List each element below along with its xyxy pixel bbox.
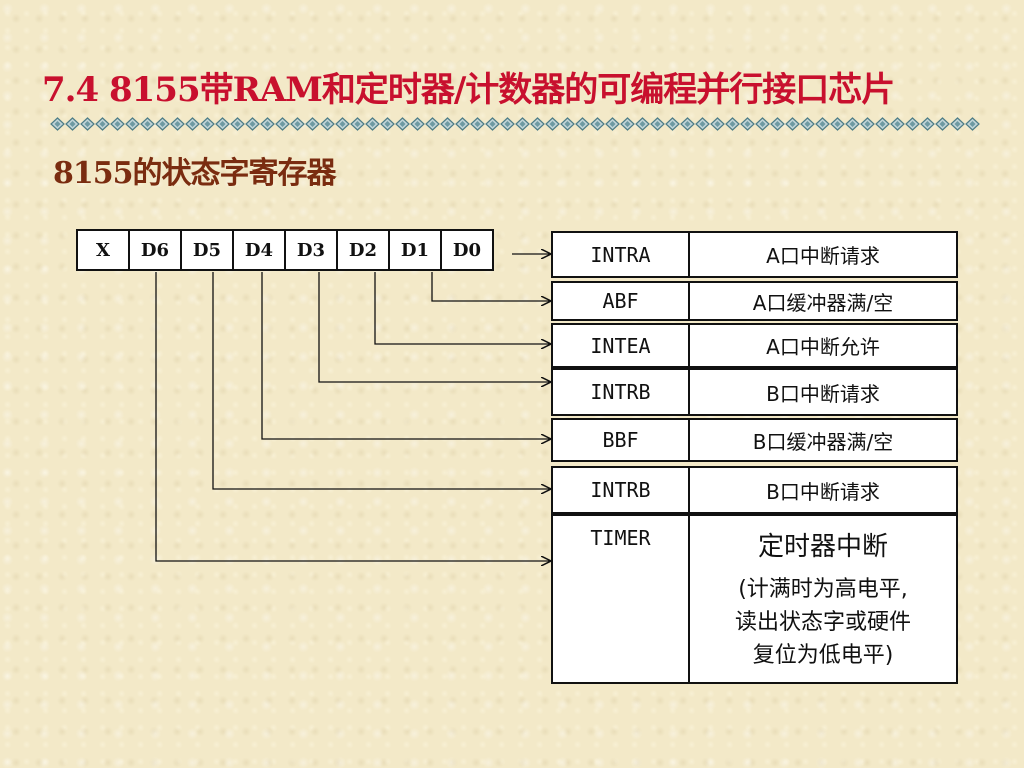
row-desc: A口缓冲器满/空 [752,290,894,315]
timer-note-3: 复位为低电平) [752,643,894,668]
timer-title: 定时器中断 [757,532,888,562]
row-reg: INTEA [553,325,690,366]
row-reg: INTRB [553,370,690,414]
bit-d0: D0 [440,229,494,271]
row-reg: BBF [553,420,690,460]
timer-note-2: 读出状态字或硬件 [734,610,911,635]
row-bbf: BBF B口缓冲器满/空 [551,418,958,462]
row-intrb: INTRB B口中断请求 [551,368,958,416]
row-desc: A口中断允许 [766,335,880,359]
status-bits-table: X D6 D5 D4 D3 D2 D1 D0 [76,229,494,271]
timer-note-1: (计满时为高电平, [738,577,908,602]
row-desc: B口中断请求 [766,479,880,504]
bit-d4: D4 [232,229,286,271]
bit-d6: D6 [128,229,182,271]
row-intea: INTEA A口中断允许 [551,323,958,368]
connector-d1 [431,272,550,301]
bit-x: X [76,229,130,271]
slide-title: 7.4 8155带RAM和定时器/计数器的可编程并行接口芯片 [42,70,895,110]
connector-d6 [155,272,550,561]
row-reg: INTRB [553,468,690,512]
row-desc: 定时器中断 (计满时为高电平, 读出状态字或硬件 复位为低电平) [690,516,956,682]
bit-d3: D3 [284,229,338,271]
connector-d2 [374,272,550,344]
row-timer: TIMER 定时器中断 (计满时为高电平, 读出状态字或硬件 复位为低电平) [551,514,958,684]
row-abf: ABF A口缓冲器满/空 [551,281,958,321]
decorative-divider [50,117,980,131]
section-subtitle: 8155的状态字寄存器 [53,156,336,191]
connector-d4 [261,272,550,439]
row-intrb-2: INTRB B口中断请求 [551,466,958,514]
bit-d2: D2 [336,229,390,271]
connector-d5 [212,272,550,489]
row-desc: A口中断请求 [766,244,880,268]
row-desc: B口中断请求 [766,381,880,406]
row-reg: INTRA [553,233,690,276]
bit-d1: D1 [388,229,442,271]
row-intra: INTRA A口中断请求 [551,231,958,278]
row-desc: B口缓冲器满/空 [752,429,894,454]
row-reg: ABF [553,283,690,319]
connector-d3 [318,272,550,382]
bit-d5: D5 [180,229,234,271]
row-reg: TIMER [553,516,690,682]
